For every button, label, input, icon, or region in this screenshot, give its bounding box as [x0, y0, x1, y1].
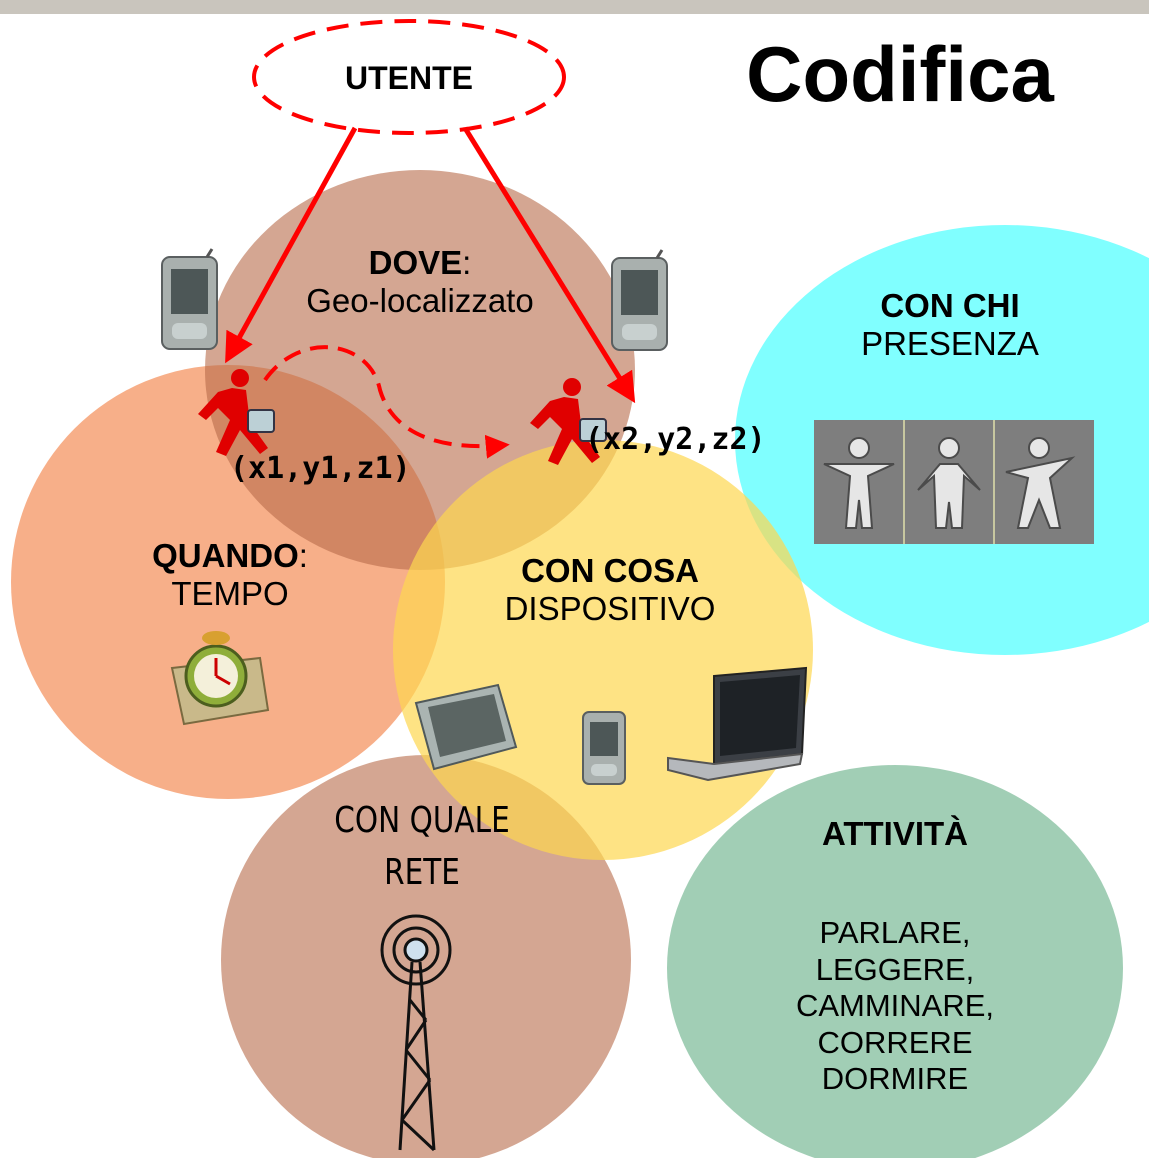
- attivita-item: CORRERE: [817, 1024, 973, 1060]
- dove-heading: DOVE: [368, 244, 463, 281]
- coord-label-1: (x1,y1,z1): [230, 451, 411, 486]
- presence-figures-icon: [814, 420, 1094, 544]
- con-chi-text: PRESENZA: [861, 324, 1039, 362]
- quando-label: QUANDO: TEMPO: [110, 537, 350, 613]
- running-man-icon: [530, 378, 607, 465]
- attivita-item: LEGGERE,: [815, 951, 975, 987]
- rete-line1: CON QUALE: [334, 800, 510, 841]
- attivita-heading: ATTIVITÀ: [821, 815, 969, 852]
- pda-icon: [611, 249, 668, 351]
- running-man-icon: [198, 369, 275, 456]
- dove-label: DOVE: Geo-localizzato: [250, 244, 590, 320]
- pda-icon: [161, 248, 218, 350]
- con-cosa-heading: CON COSA: [521, 552, 699, 589]
- tablet-icon: [414, 683, 518, 771]
- alarm-clock-icon: [170, 631, 270, 726]
- con-cosa-text: DISPOSITIVO: [504, 589, 716, 627]
- top-strip: [0, 0, 1149, 14]
- arrow-user-to-p1: [225, 126, 358, 364]
- rete-label: CON QUALE RETE: [291, 795, 553, 899]
- rete-line2: RETE: [384, 852, 460, 894]
- attivita-item: PARLARE,: [819, 915, 971, 950]
- quando-sep: :: [298, 537, 308, 574]
- pda-icon: [582, 711, 626, 785]
- laptop-icon: [667, 666, 808, 782]
- attivita-list: PARLARE, LEGGERE, CAMMINARE, CORRERE DOR…: [740, 915, 1050, 1098]
- attivita-item: DORMIRE: [821, 1061, 969, 1097]
- radio-tower-icon: [380, 914, 452, 1152]
- dove-sep: :: [462, 244, 472, 281]
- attivita-circle: [667, 765, 1123, 1158]
- utente-label: UTENTE: [345, 60, 473, 96]
- quando-heading: QUANDO: [152, 537, 299, 574]
- attivita-item: CAMMINARE,: [795, 988, 995, 1024]
- arrow-move-path: [263, 345, 510, 459]
- con-chi-heading: CON CHI: [880, 287, 1020, 324]
- page-title: Codifica: [746, 30, 1054, 118]
- con-cosa-label: CON COSA DISPOSITIVO: [450, 552, 770, 628]
- coord-label-2: (x2,y2,z2): [585, 422, 766, 457]
- dove-text: Geo-localizzato: [306, 281, 534, 319]
- arrow-user-to-p2: [462, 126, 636, 404]
- quando-text: TEMPO: [171, 574, 289, 612]
- con-cosa-circle: [393, 440, 813, 860]
- utente-ellipse: [252, 19, 566, 135]
- con-chi-label: CON CHI PRESENZA: [800, 287, 1100, 363]
